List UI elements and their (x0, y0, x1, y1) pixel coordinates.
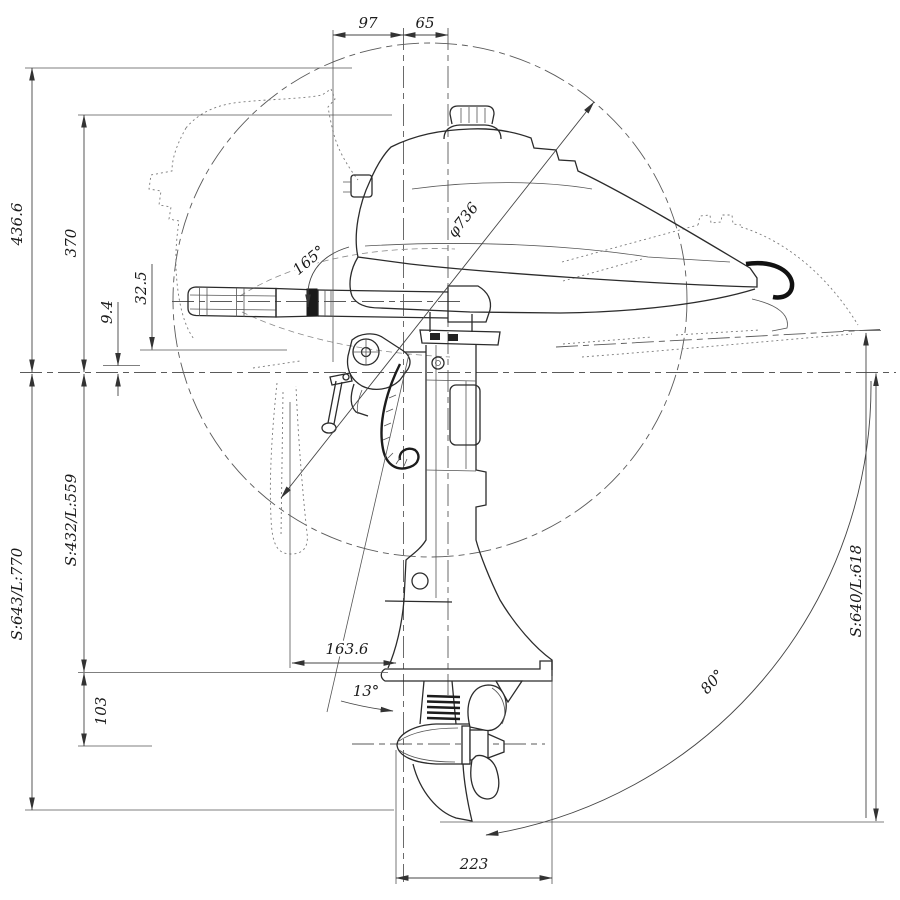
label-165deg: 165° (289, 242, 328, 279)
cowling-seam-upper (411, 182, 593, 190)
steer-leader-165 (305, 246, 350, 308)
ghost-clamp-screws (697, 214, 742, 226)
clamp-screw-nut (342, 373, 350, 381)
tiller-swing-circle (172, 42, 688, 558)
label-s640: S:640/L:618 (847, 545, 865, 638)
ghost-tilt-skeg (740, 226, 859, 326)
label-9-4: 9.4 (98, 300, 116, 324)
label-103: 103 (92, 697, 110, 726)
cowl-latch (350, 174, 373, 198)
label-163-6: 163.6 (326, 640, 369, 658)
prop-blade-top (467, 684, 507, 732)
column-hole (411, 572, 429, 590)
ghost-tilt-edge-4 (581, 333, 853, 358)
label-phi736: φ736 (444, 199, 483, 241)
label-13deg: 13° (353, 682, 380, 700)
rear-bracket-hook (751, 298, 788, 332)
fuel-cap-base (443, 124, 502, 140)
label-370: 370 (62, 228, 80, 257)
label-s432: S:432/L:559 (62, 473, 80, 566)
bracket-spring (356, 389, 363, 415)
fuel-cap-knob (449, 105, 495, 125)
ghost-plate-left (252, 360, 301, 369)
trim-arc-13 (340, 700, 394, 713)
gearcase-torpedo (396, 723, 470, 765)
tiller-tube-rings (324, 290, 332, 317)
ghost-cowl-right (327, 88, 359, 181)
dimension-lines (29, 32, 879, 881)
engine-cowling (355, 128, 758, 288)
ghost-gearcase-inner (280, 391, 284, 537)
label-s643: S:643/L:770 (8, 547, 26, 640)
cowl-latch-tabs (343, 181, 351, 193)
fuel-cap-ribs (460, 107, 486, 123)
label-65: 65 (415, 14, 434, 32)
swivel-bolt-b (448, 334, 458, 341)
tilted-axis-line (555, 329, 881, 348)
column-left-edge (387, 345, 427, 669)
ghost-outlines (148, 88, 859, 555)
label-97: 97 (358, 14, 378, 32)
clamp-screw-shaft (327, 380, 343, 425)
ghost-tilt-edge-2 (562, 258, 643, 282)
extension-lines (25, 30, 884, 884)
water-intake-gills (426, 694, 461, 721)
trim-angle-line (326, 353, 410, 713)
label-436-6: 436.6 (8, 202, 26, 246)
column-seams (425, 345, 477, 598)
ghost-tilt-edge-1 (561, 224, 699, 263)
steering-bolt (431, 356, 445, 370)
prop-cone (487, 733, 505, 759)
torpedo-shading (398, 727, 459, 763)
label-223: 223 (459, 855, 489, 873)
motor-body (187, 105, 795, 822)
prop-blade-top-back (491, 687, 506, 725)
prop-thrust-washer (461, 725, 471, 765)
bracket-lower-jaw (350, 383, 369, 417)
tiller-grip-ribs (189, 288, 277, 317)
label-80deg: 80° (697, 666, 728, 698)
ghost-cowl-top (185, 88, 332, 129)
rear-carry-handle (745, 260, 795, 300)
pump-plate-seam (384, 600, 453, 603)
cowling-seam-lower (364, 243, 731, 263)
ghost-gearcase (269, 382, 308, 555)
ghost-tilt-edge-3 (562, 329, 761, 345)
ghost-cowl-left (148, 127, 195, 340)
anti-ventilation-plate (380, 660, 553, 682)
tiller-mount (447, 285, 492, 323)
centerlines (20, 28, 896, 882)
tilt-arc-80 (485, 380, 872, 836)
prop-blade-bottom (470, 754, 500, 800)
dim-diameter-leader (280, 101, 595, 499)
skeg (412, 763, 473, 822)
column-right-edge (475, 345, 553, 670)
swivel-bolt-a (430, 333, 440, 340)
label-32-5: 32.5 (132, 271, 150, 304)
tiller-grip (187, 286, 277, 318)
tiller-tube (317, 289, 449, 319)
